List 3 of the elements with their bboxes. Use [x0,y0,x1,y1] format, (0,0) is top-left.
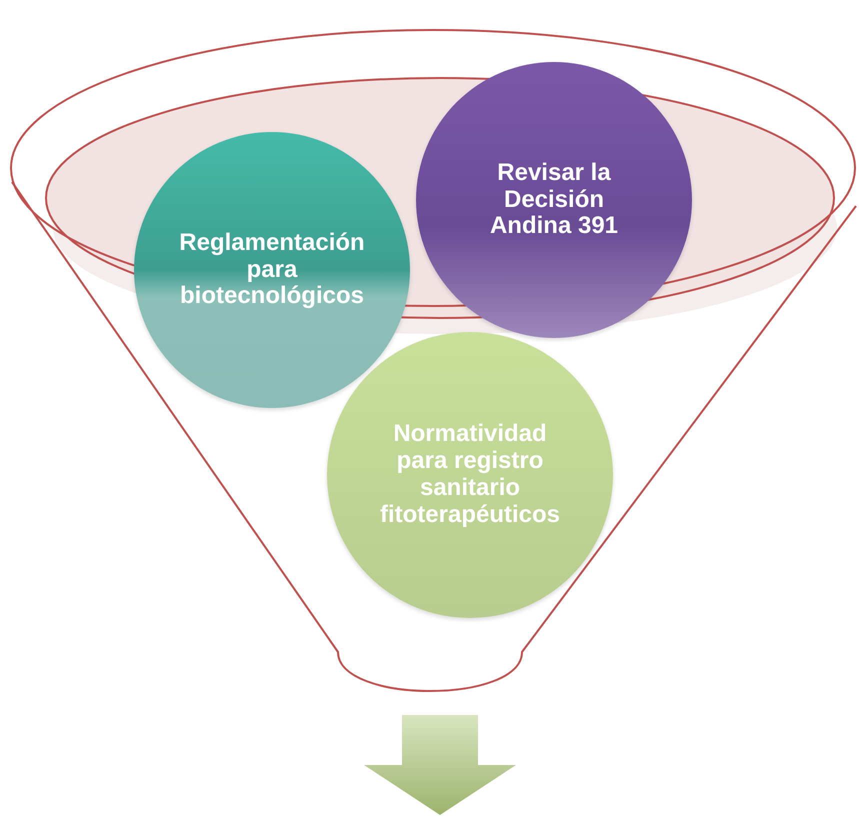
circle-label: Revisar la Decisión Andina 391 [488,160,620,240]
circle-label: Normatividad para registro sanitario fitoterapéuticos [378,421,562,529]
circle-label: Reglamentación para biotecnológicos [178,230,366,310]
